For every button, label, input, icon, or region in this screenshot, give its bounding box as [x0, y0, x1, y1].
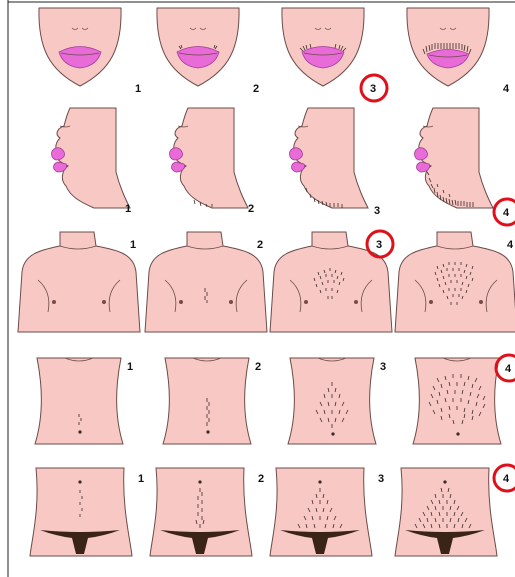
- row-upper-abdomen: 1 2 3 4: [35, 355, 515, 444]
- row-upper-lip: 1 2 3 4: [39, 8, 510, 101]
- label-2: 2: [248, 203, 254, 215]
- label-3: 3: [376, 239, 382, 251]
- label-2: 2: [255, 361, 261, 373]
- nipple-left: [52, 300, 56, 304]
- nipple-left: [429, 300, 433, 304]
- navel: [78, 480, 81, 483]
- label-1: 1: [127, 361, 133, 373]
- label-3: 3: [374, 205, 380, 217]
- chest-3: 3: [270, 231, 393, 332]
- chest-2: 2: [145, 232, 267, 332]
- label-4: 4: [505, 363, 512, 375]
- label-1: 1: [125, 203, 131, 215]
- nipple-left: [179, 300, 183, 304]
- face-front-3: 3: [282, 8, 387, 101]
- nipple-right: [102, 300, 106, 304]
- nipple-right: [229, 300, 233, 304]
- upper-abdomen-4: 4: [413, 355, 515, 444]
- lower-abdomen-3: 3: [270, 468, 384, 556]
- label-1: 1: [135, 83, 141, 95]
- face-front-4: 4: [407, 8, 510, 95]
- navel: [206, 430, 209, 433]
- navel: [456, 432, 459, 435]
- lower-abdomen-4: 4: [395, 465, 515, 556]
- row-chin: 1 2 3 4: [52, 108, 515, 225]
- upper-abdomen-2: 2: [163, 358, 261, 444]
- row-chest: 1 2 3 4: [18, 231, 515, 332]
- lower-abdomen-2: 2: [150, 468, 264, 556]
- label-2: 2: [257, 239, 263, 251]
- navel: [318, 480, 321, 483]
- nipple-right: [479, 300, 483, 304]
- label-3: 3: [380, 361, 386, 373]
- navel: [78, 430, 81, 433]
- chest-1: 1: [18, 232, 140, 332]
- profile-4: 4: [415, 108, 515, 225]
- face-front-1: 1: [39, 8, 141, 95]
- profile-3: 3: [290, 108, 381, 217]
- navel: [331, 432, 334, 435]
- nipple-left: [304, 300, 308, 304]
- row-lower-abdomen: 1 2 3 4: [30, 465, 515, 556]
- face-front-2: 2: [157, 8, 259, 95]
- profile-2: 2: [170, 108, 255, 215]
- profile-1: 1: [52, 108, 132, 215]
- lower-abdomen-1: 1: [30, 468, 144, 556]
- nipple-right: [354, 300, 358, 304]
- label-4: 4: [503, 83, 510, 95]
- navel: [198, 480, 201, 483]
- upper-abdomen-1: 1: [35, 358, 133, 444]
- label-2: 2: [253, 83, 259, 95]
- label-4: 4: [507, 239, 514, 251]
- label-1: 1: [138, 473, 144, 485]
- label-2: 2: [258, 473, 264, 485]
- chest-4: 4: [395, 232, 515, 332]
- label-4: 4: [503, 207, 510, 219]
- label-3: 3: [378, 473, 384, 485]
- upper-abdomen-3: 3: [288, 358, 386, 444]
- label-4: 4: [503, 473, 510, 485]
- label-1: 1: [130, 239, 136, 251]
- navel: [443, 480, 446, 483]
- label-3: 3: [370, 83, 376, 95]
